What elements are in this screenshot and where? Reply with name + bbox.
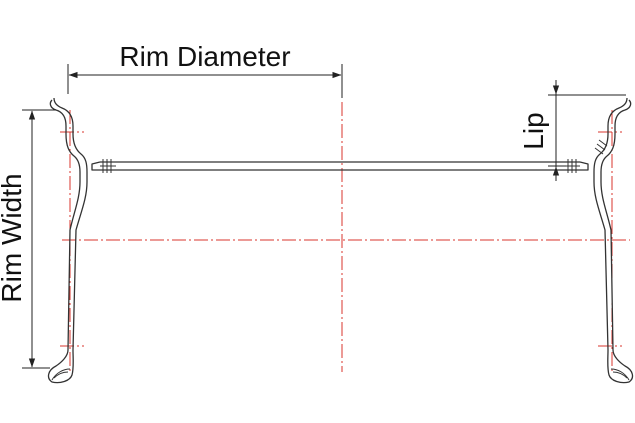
disc-left-end [91,161,101,171]
center-disc-band [91,159,589,173]
right-bolt-marks [564,159,580,173]
right-rim-profile [593,97,634,384]
centerlines [60,102,630,372]
lip-label: Lip [518,112,549,149]
rim-diameter-label: Rim Diameter [119,41,290,72]
rim-width-dimension: Rim Width [0,109,56,369]
lip-dimension: Lip [518,80,626,181]
disc-right-end [579,161,589,171]
left-bolt-marks [100,159,116,173]
left-rim-profile [47,97,88,384]
rim-width-label: Rim Width [0,173,27,302]
rim-diameter-dimension: Rim Diameter [67,41,343,98]
